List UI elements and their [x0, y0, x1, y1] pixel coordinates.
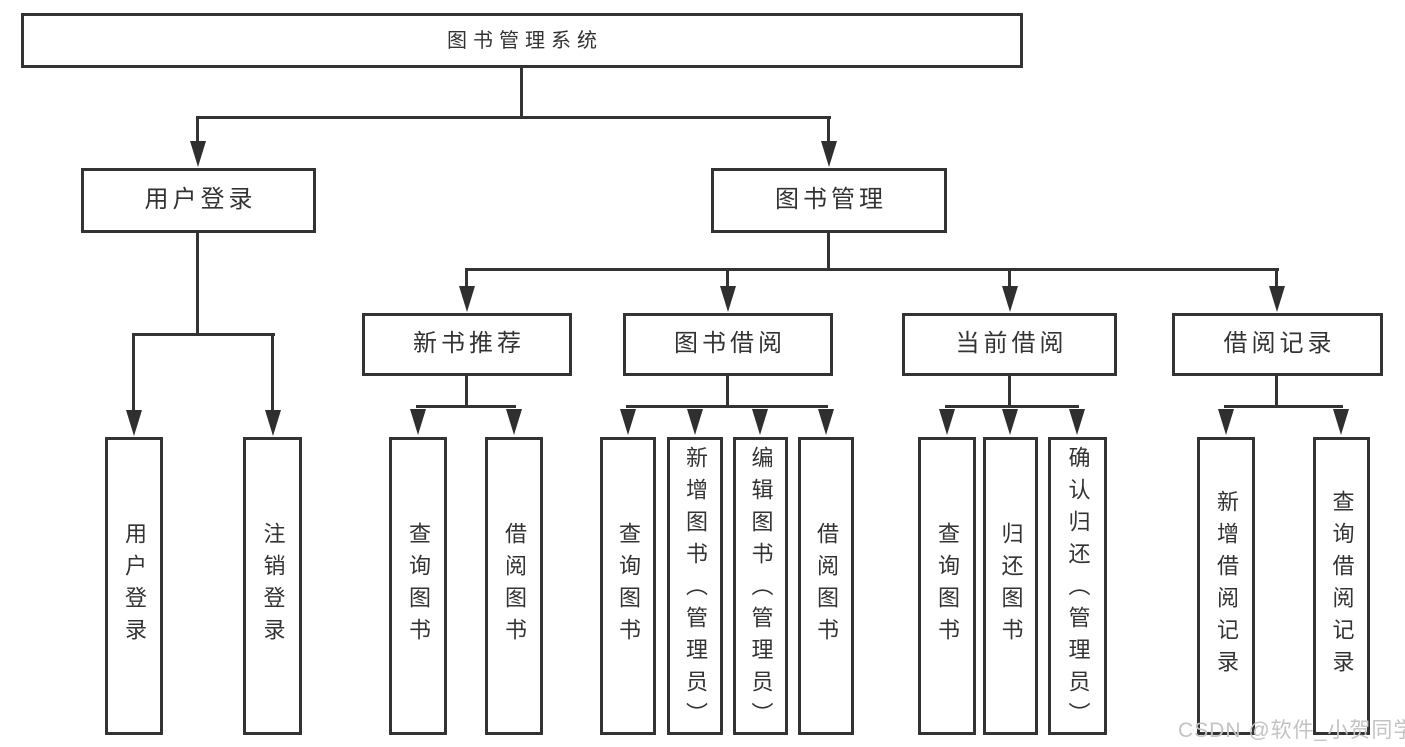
- leaf-current-query-book: 查询图书: [918, 437, 976, 735]
- arrow-down-icon: [752, 409, 768, 435]
- leaf-current-return-book: 归还图书: [983, 437, 1038, 735]
- leaf-record-query: 查询借阅记录: [1313, 437, 1370, 735]
- node-current-borrow: 当前借阅: [902, 313, 1117, 376]
- arrow-down-icon: [687, 409, 703, 435]
- arrow-down-icon: [459, 286, 475, 312]
- arrow-down-icon: [620, 409, 636, 435]
- connector-line: [196, 119, 199, 144]
- leaf-user-login: 用户登录: [105, 437, 163, 735]
- arrow-down-icon: [190, 141, 206, 167]
- leaf-borrow-lend-book: 借阅图书: [798, 437, 854, 735]
- connector-line: [945, 405, 1079, 408]
- leaf-record-add: 新增借阅记录: [1197, 437, 1255, 735]
- connector-line: [1275, 271, 1278, 287]
- connector-line: [416, 405, 516, 408]
- node-root: 图书管理系统: [21, 13, 1023, 68]
- connector-line: [1008, 271, 1011, 287]
- connector-line: [1008, 376, 1011, 407]
- arrow-down-icon: [939, 409, 955, 435]
- connector-line: [626, 405, 828, 408]
- csdn-watermark: CSDN @软件_小贺同学: [1178, 719, 1405, 742]
- arrow-down-icon: [720, 286, 736, 312]
- connector-line: [465, 271, 468, 287]
- connector-line: [465, 268, 1279, 271]
- connector-line: [271, 336, 274, 411]
- connector-line: [1275, 376, 1278, 407]
- arrow-down-icon: [1002, 286, 1018, 312]
- arrow-down-icon: [265, 410, 281, 436]
- node-new-book-recommend: 新书推荐: [362, 313, 572, 376]
- connector-line: [520, 68, 523, 118]
- connector-line: [196, 233, 199, 334]
- node-book-borrow: 图书借阅: [623, 313, 833, 376]
- arrow-down-icon: [126, 410, 142, 436]
- connector-line: [1224, 405, 1343, 408]
- connector-line: [465, 376, 468, 407]
- leaf-borrow-edit-book-admin: 编辑图书（管理员）: [733, 437, 788, 735]
- arrow-down-icon: [1269, 286, 1285, 312]
- node-book-management: 图书管理: [711, 168, 947, 233]
- arrow-down-icon: [1218, 409, 1234, 435]
- arrow-down-icon: [410, 409, 426, 435]
- arrow-down-icon: [506, 409, 522, 435]
- arrow-down-icon: [821, 141, 837, 167]
- arrow-down-icon: [818, 409, 834, 435]
- connector-line: [132, 336, 135, 411]
- node-user-login: 用户登录: [81, 168, 316, 233]
- connector-line: [132, 333, 275, 336]
- leaf-current-confirm-return-admin: 确认归还（管理员）: [1048, 437, 1107, 735]
- leaf-borrow-query-book: 查询图书: [600, 437, 656, 735]
- arrow-down-icon: [1069, 409, 1085, 435]
- connector-line: [827, 233, 830, 270]
- connector-line: [726, 271, 729, 287]
- leaf-recommend-borrow-book: 借阅图书: [485, 437, 543, 735]
- connector-line: [196, 116, 831, 119]
- leaf-logout: 注销登录: [243, 437, 302, 735]
- leaf-recommend-query-book: 查询图书: [389, 437, 447, 735]
- connector-line: [827, 119, 830, 144]
- leaf-borrow-add-book-admin: 新增图书（管理员）: [667, 437, 723, 735]
- arrow-down-icon: [1002, 409, 1018, 435]
- arrow-down-icon: [1333, 409, 1349, 435]
- node-borrow-record: 借阅记录: [1172, 313, 1383, 376]
- connector-line: [726, 376, 729, 407]
